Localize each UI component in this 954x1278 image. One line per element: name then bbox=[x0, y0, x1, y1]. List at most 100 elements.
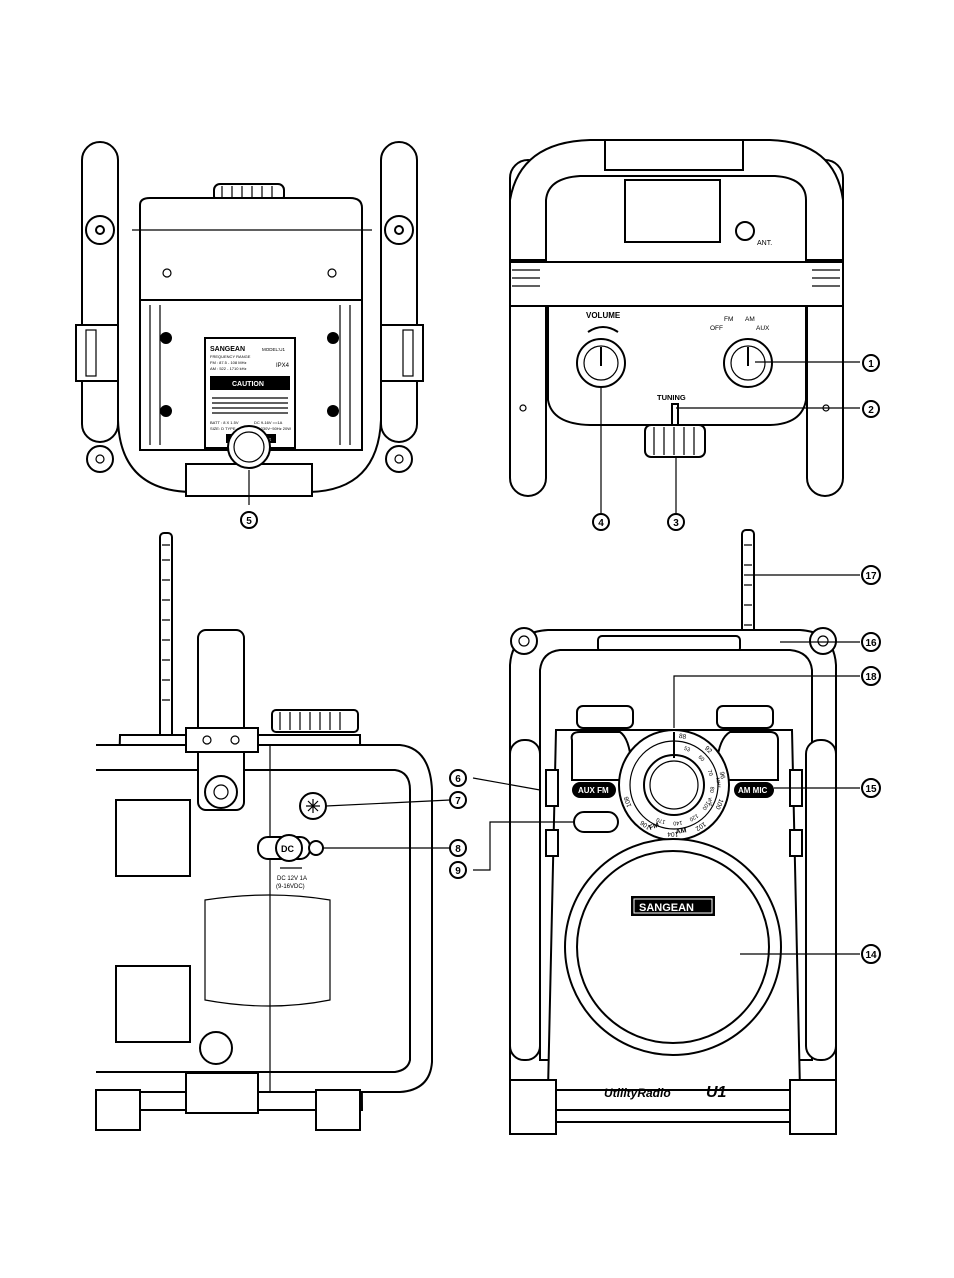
dial-am-tick-0: 53 bbox=[683, 746, 691, 754]
callout-5: 5 bbox=[246, 516, 252, 527]
dial-fm-tick-5: 104 bbox=[667, 830, 678, 837]
tuning-pointer bbox=[671, 403, 679, 427]
antenna-socket bbox=[735, 221, 755, 241]
dial-khz: kHz bbox=[706, 797, 713, 807]
am-mic-indicator bbox=[734, 782, 774, 798]
side-foot-left bbox=[95, 1089, 141, 1131]
callout-14: 14 bbox=[865, 950, 877, 961]
caution-band bbox=[210, 376, 290, 390]
aux-fm-indicator bbox=[572, 782, 616, 798]
off-label: OFF bbox=[710, 325, 723, 332]
side-vent-upper bbox=[115, 799, 191, 877]
front-left-rail bbox=[509, 739, 541, 1061]
back-right-handle bbox=[380, 141, 418, 443]
model-script: UtilityRadio bbox=[604, 1086, 671, 1100]
tuning-knob[interactable] bbox=[644, 424, 706, 458]
callout-16: 16 bbox=[865, 638, 877, 649]
callout-2: 2 bbox=[868, 405, 874, 416]
aux-fm-label: AUX FM bbox=[578, 786, 609, 795]
back-left-bracket bbox=[75, 324, 119, 382]
dc-range: (9-16VDC) bbox=[276, 884, 305, 890]
am-mic-label: AM MIC bbox=[738, 786, 768, 795]
side-antenna bbox=[159, 532, 173, 744]
callout-3: 3 bbox=[673, 518, 679, 529]
callout-9: 9 bbox=[455, 866, 461, 877]
side-foot-right bbox=[315, 1089, 361, 1131]
dial-am-tick-4: 100 bbox=[701, 800, 711, 811]
ant-label: ANT. bbox=[757, 240, 772, 247]
dial-fm-tick-0: 88 bbox=[678, 733, 687, 741]
front-right-rail bbox=[805, 739, 837, 1061]
dial-fm-tick-7: 108 bbox=[623, 795, 633, 808]
fm-label: FM bbox=[724, 316, 733, 323]
front-foot-left bbox=[509, 1079, 557, 1135]
label-ac: AC 230V~50Hz 20W bbox=[254, 426, 291, 431]
front-bottom-bar bbox=[555, 1109, 791, 1123]
label-ipx: IPX4 bbox=[276, 363, 290, 369]
callout-6: 6 bbox=[455, 774, 461, 785]
back-upper-body bbox=[139, 197, 363, 301]
side-top-knob bbox=[271, 709, 359, 733]
front-left-top-knob bbox=[576, 705, 634, 729]
dial-am-tick-6: 140 bbox=[673, 819, 683, 826]
volume-label: VOLUME bbox=[586, 311, 621, 320]
light-button[interactable] bbox=[573, 811, 619, 833]
dial-am-tick-3: 80 bbox=[708, 786, 715, 793]
front-foot-right bbox=[789, 1079, 837, 1135]
aux-label: AUX bbox=[756, 325, 770, 332]
callout-4: 4 bbox=[598, 518, 604, 529]
label-brand: SANGEAN bbox=[210, 346, 245, 353]
callout-7: 7 bbox=[455, 796, 461, 807]
callout-17: 17 bbox=[865, 571, 877, 582]
callouts: 1 2 3 4 5 6 7 8 9 14 15 16 17 18 bbox=[240, 354, 881, 964]
side-clamp-bottom bbox=[185, 1072, 259, 1114]
label-freq-fm: FM : 87.5 - 108 MHz bbox=[210, 360, 246, 365]
side-clamp-top bbox=[185, 727, 259, 753]
dial-am: AM bbox=[675, 827, 687, 836]
side-handle-post bbox=[197, 629, 245, 811]
tuning-dial-center bbox=[643, 754, 705, 816]
dial-am-tick-2: 70 bbox=[706, 769, 714, 777]
label-batt: BATT : 8 X 1.5V bbox=[210, 420, 239, 425]
top-view: ANT. VOLUME FM AM OFF AUX TUNING bbox=[509, 139, 860, 515]
side-view: DC DC 12V 1A (9-16VDC) bbox=[95, 532, 451, 1131]
callout-18: 18 bbox=[865, 672, 877, 683]
callout-15: 15 bbox=[865, 784, 877, 795]
dial-fm-tick-4: 102 bbox=[694, 820, 707, 832]
label-size: SIZE: D TYPE bbox=[210, 426, 236, 431]
top-handle-bar bbox=[604, 139, 744, 171]
top-crossbar bbox=[509, 261, 844, 307]
dial-fm-tick-1: 92 bbox=[703, 745, 713, 755]
callout-1: 1 bbox=[868, 359, 874, 370]
front-right-top-knob bbox=[716, 705, 774, 729]
back-right-bracket bbox=[380, 324, 424, 382]
dial-am-tick-7: 170 bbox=[656, 816, 667, 825]
speaker-grille bbox=[576, 850, 770, 1044]
label-caution: CAUTION bbox=[232, 381, 264, 388]
dc-jack[interactable] bbox=[275, 834, 303, 862]
dial-fm: FM bbox=[648, 822, 660, 832]
side-vent-lower bbox=[115, 965, 191, 1043]
label-freq-title: FREQUENCY RANGE bbox=[210, 354, 251, 359]
top-carry-recess bbox=[624, 179, 721, 243]
dc-jack-label: DC bbox=[281, 844, 294, 854]
dial-am-tick-5: 120 bbox=[688, 812, 699, 822]
model-number: U1 bbox=[706, 1084, 727, 1101]
top-control-panel bbox=[547, 305, 807, 426]
side-button[interactable] bbox=[308, 840, 324, 856]
dc-spec: DC 12V 1A bbox=[277, 876, 307, 882]
back-view: SANGEAN MODEL:U1 FREQUENCY RANGE FM : 87… bbox=[75, 141, 424, 505]
dial-fm-tick-2: 96 bbox=[718, 771, 726, 780]
back-left-handle bbox=[81, 141, 119, 443]
dial-am-tick-1: 60 bbox=[697, 755, 706, 764]
label-model: MODEL:U1 bbox=[262, 347, 286, 352]
label-dc: DC 9-16V ==1A bbox=[254, 420, 283, 425]
dial-fm-tick-3: 100 bbox=[714, 798, 725, 811]
am-label: AM bbox=[745, 316, 755, 323]
callout-8: 8 bbox=[455, 844, 461, 855]
front-brand-plate bbox=[631, 896, 715, 916]
